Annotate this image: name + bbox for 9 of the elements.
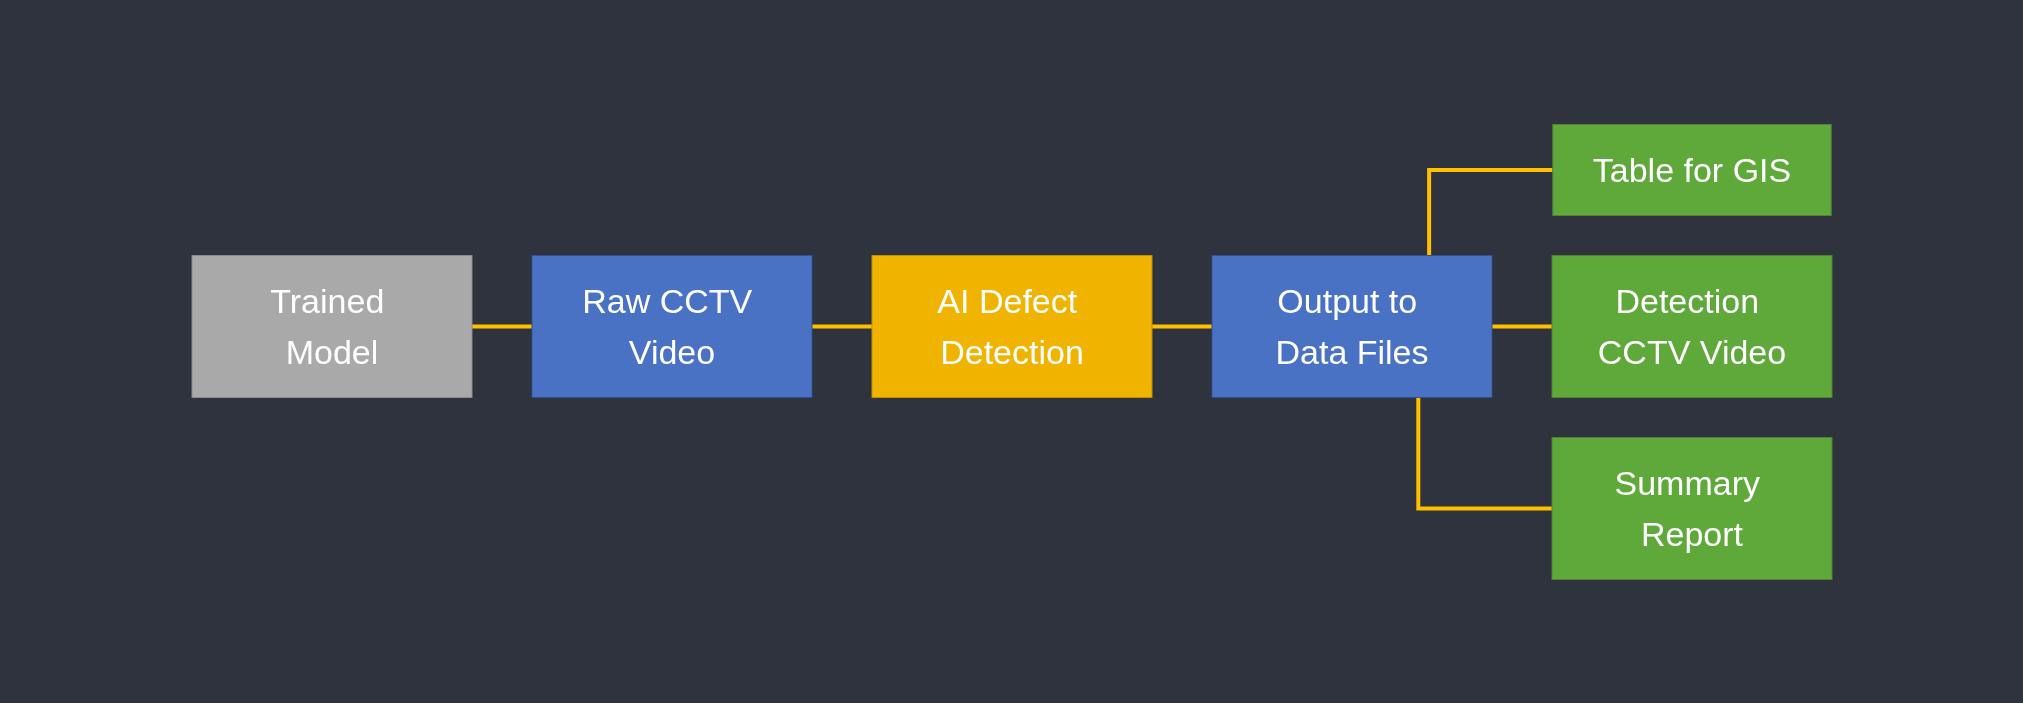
node-box: Detection CCTV Video — [1551, 254, 1832, 398]
node-box: Table for GIS — [1551, 123, 1832, 216]
connector — [1426, 167, 1553, 255]
node-box: Trained Model — [191, 254, 472, 398]
connector — [1415, 397, 1552, 510]
node-box: Raw CCTV Video — [531, 254, 812, 398]
node-box: Summary Report — [1551, 436, 1832, 580]
node-box: Output to Data Files — [1211, 254, 1492, 398]
node-box: AI Defect Detection — [871, 254, 1152, 398]
